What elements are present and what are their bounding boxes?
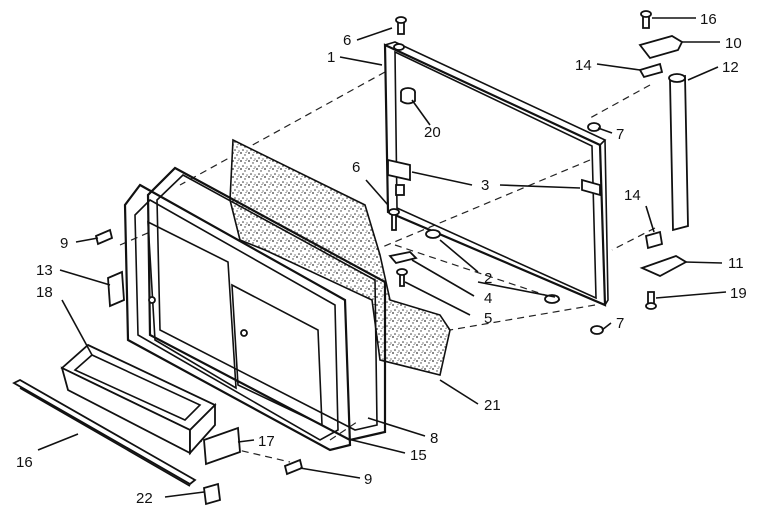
spacer-2-a [425,229,441,239]
door-shelf-part-19 [60,343,217,456]
callout-14: 14 [575,57,592,74]
callout-13: 13 [36,262,53,279]
handle-12 [669,74,689,232]
clip-part-13 [107,270,125,308]
leader-lines [37,17,727,498]
clip-part-22 [203,482,221,506]
callout-11: 11 [728,255,744,272]
callout-4: 4 [484,290,492,307]
callout-12: 12 [722,59,739,76]
hinge-10 [638,35,684,60]
callout-5: 5 [484,310,492,327]
callout-labels: 6 1 20 7 3 6 2 4 5 7 21 8 15 9 9 13 18 1… [16,11,747,507]
callout-20: 20 [424,124,441,141]
hinge-11 [639,255,688,278]
callout-17: 16 [16,454,33,471]
callout-6: 6 [343,32,351,49]
screw-part-9-left [94,228,114,246]
callout-10: 10 [725,35,742,52]
callout-2: 2 [484,270,492,287]
callout-6: 6 [352,159,360,176]
shim-14-top [638,62,664,79]
callout-9: 9 [364,471,372,488]
right-hinge-assembly [638,10,689,310]
plug-7-bottom [590,325,604,335]
clip-part-18 [203,426,241,466]
callout-8: 8 [430,430,438,447]
callout-22: 22 [136,490,153,507]
plug-7-top [587,122,601,132]
callout-3: 3 [481,177,489,194]
callout-16: 16 [700,11,717,28]
callout-7: 7 [616,315,624,332]
callout-16: 19 [730,285,747,302]
callout-21: 21 [484,397,501,414]
screw-part-9-bottom [283,458,304,476]
shim-14-bottom [644,230,664,250]
callout-19: 18 [36,284,53,301]
callout-7: 7 [616,126,624,143]
door-frame-part-1 [383,41,609,307]
hinge-brackets-part-3 [387,158,601,197]
callout-18: 17 [258,433,275,450]
callout-9: 9 [60,235,68,252]
spacer-2-b [544,294,560,304]
callout-1: 1 [327,49,335,66]
door-panel-part-15 [123,183,352,452]
callout-15: 15 [410,447,427,464]
callout-14: 14 [624,187,641,204]
bracket-4 [388,251,418,265]
shelf-retainer-part-17 [12,378,197,486]
